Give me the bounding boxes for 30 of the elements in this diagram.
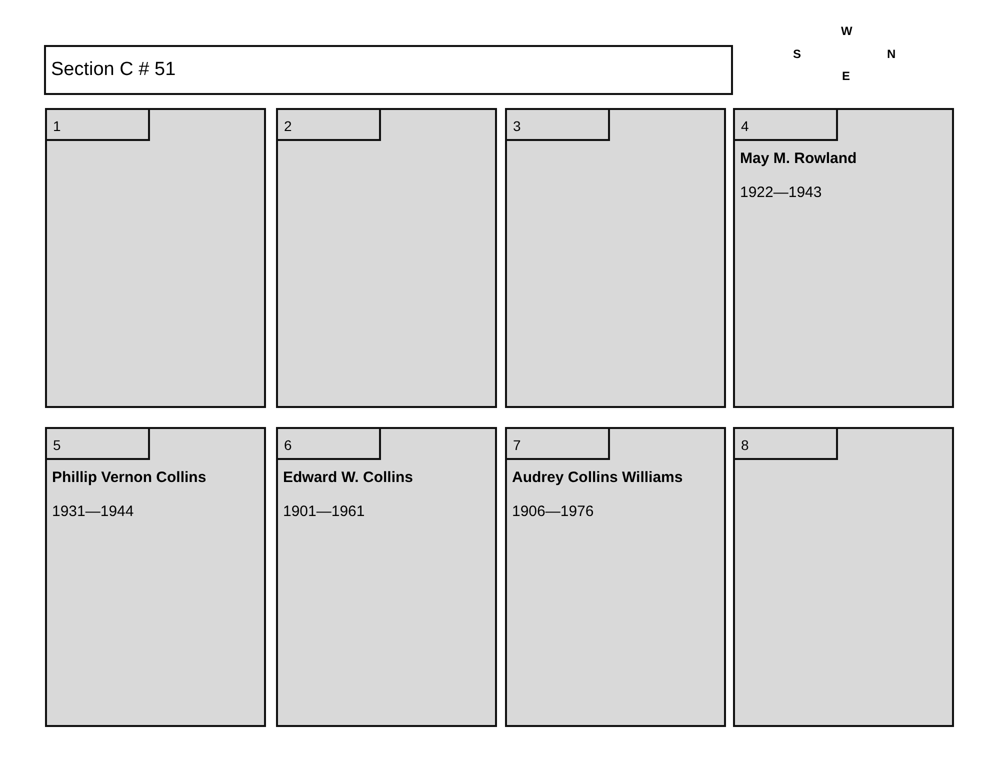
- name-text: May M. Rowland: [740, 150, 857, 167]
- compass-letter: W: [841, 24, 852, 38]
- plot-number: 2: [276, 108, 381, 141]
- plot-number: 4: [733, 108, 838, 141]
- name-text: Phillip Vernon Collins: [52, 469, 206, 486]
- plot-box: [505, 108, 726, 408]
- plot-box: [276, 427, 497, 727]
- plot-number: 3: [505, 108, 610, 141]
- plot-box: [276, 108, 497, 408]
- plot-box: [45, 108, 266, 408]
- dates-text: 1906—1976: [512, 503, 594, 520]
- plot-number: 1: [45, 108, 150, 141]
- plot-number: 6: [276, 427, 381, 460]
- section-title-box: [44, 45, 733, 95]
- dates-text: 1931—1944: [52, 503, 134, 520]
- compass-letter: E: [842, 69, 850, 83]
- compass-letter: S: [793, 47, 802, 61]
- plot-number: 8: [733, 427, 838, 460]
- name-text: Audrey Collins Williams: [512, 469, 683, 486]
- plot-box: [733, 108, 954, 408]
- compass-letter: N: [887, 47, 896, 61]
- plot-number: 7: [505, 427, 610, 460]
- plot-box: [505, 427, 726, 727]
- name-text: Edward W. Collins: [283, 469, 414, 486]
- plot-number: 5: [45, 427, 150, 460]
- section-title: Section C # 51: [51, 59, 176, 81]
- dates-text: 1901—1961: [283, 503, 365, 520]
- plot-box: [733, 427, 954, 727]
- plot-box: [45, 427, 266, 727]
- dates-text: 1922—1943: [740, 184, 822, 201]
